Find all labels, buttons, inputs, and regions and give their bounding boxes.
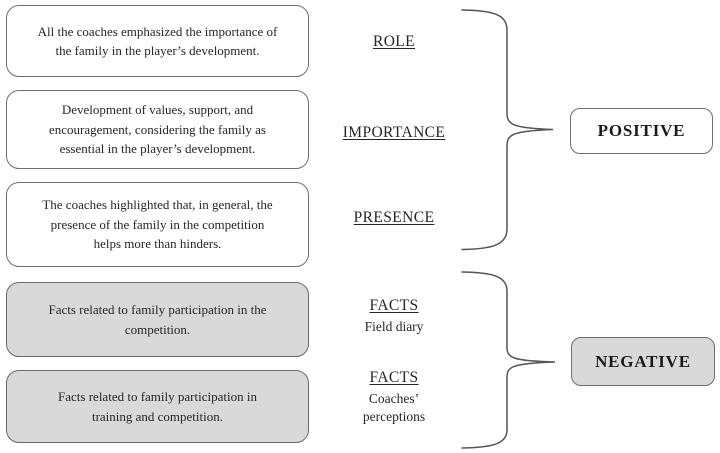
category-subtitle: Coaches’ perceptions bbox=[362, 391, 426, 424]
category-title: FACTS bbox=[369, 297, 419, 314]
finding-box-facts-diary-text: Facts related to family participation in… bbox=[48, 302, 267, 337]
category-title: IMPORTANCE bbox=[342, 124, 446, 141]
category-subtitle: Field diary bbox=[364, 319, 424, 334]
finding-box-importance: Development of values, support, and enco… bbox=[6, 90, 309, 169]
category-label-role: ROLE bbox=[324, 33, 464, 51]
negative-box: NEGATIVE bbox=[571, 337, 715, 386]
category-title: FACTS bbox=[369, 369, 419, 386]
category-label-importance: IMPORTANCE bbox=[324, 124, 464, 142]
category-title: ROLE bbox=[372, 33, 416, 50]
category-title: PRESENCE bbox=[353, 209, 435, 226]
negative-box-label: NEGATIVE bbox=[595, 351, 691, 371]
category-label-facts-coaches-perceptions: FACTS Coaches’ perceptions bbox=[324, 369, 464, 425]
finding-box-facts-perceptions-text: Facts related to family participation in… bbox=[58, 389, 257, 424]
finding-box-presence-text: The coaches highlighted that, in general… bbox=[42, 197, 273, 252]
finding-box-role-text: All the coaches emphasized the importanc… bbox=[37, 23, 278, 59]
positive-box: POSITIVE bbox=[570, 108, 713, 154]
finding-box-role: All the coaches emphasized the importanc… bbox=[6, 5, 309, 77]
finding-box-presence: The coaches highlighted that, in general… bbox=[6, 182, 309, 267]
negative-brace bbox=[461, 271, 556, 449]
category-label-facts-field-diary: FACTS Field diary bbox=[324, 297, 464, 336]
finding-box-facts-diary: Facts related to family participation in… bbox=[6, 282, 309, 357]
positive-box-label: POSITIVE bbox=[597, 121, 686, 140]
category-label-presence: PRESENCE bbox=[324, 209, 464, 227]
positive-brace bbox=[461, 9, 554, 251]
finding-box-importance-text: Development of values, support, and enco… bbox=[49, 102, 266, 157]
finding-box-facts-perceptions: Facts related to family participation in… bbox=[6, 370, 309, 443]
